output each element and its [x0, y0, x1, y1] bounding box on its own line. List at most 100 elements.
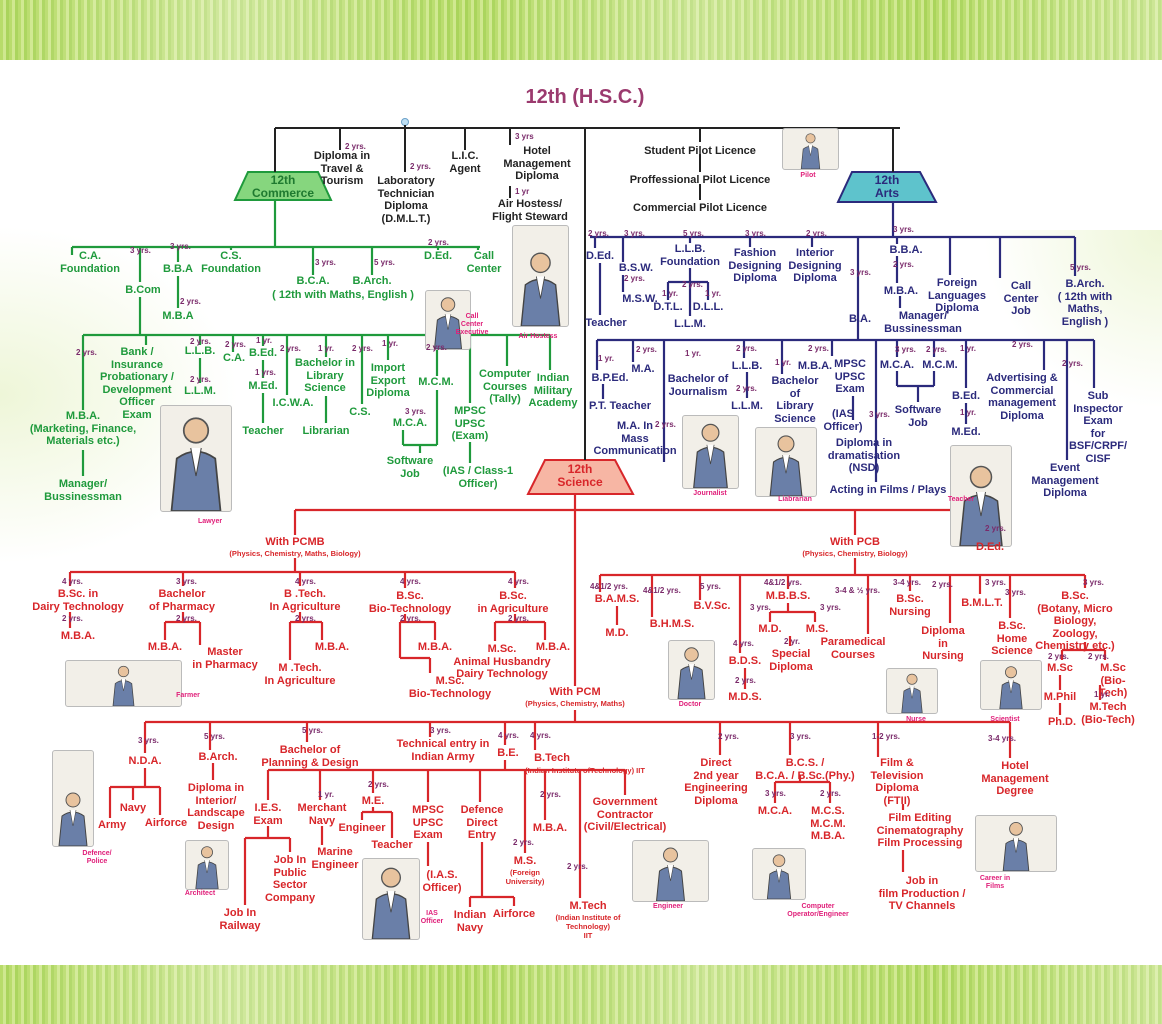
career-option: Air Hostess/ Flight Steward — [492, 198, 568, 223]
career-option: Defence Direct Entry — [460, 804, 504, 841]
duration-label: 3 yrs — [515, 132, 534, 141]
career-option: N.D.A. — [128, 755, 162, 767]
duration-label: 4&1/2 yrs. — [764, 578, 802, 587]
career-option: D.Ed. — [585, 250, 615, 262]
science-branch-subjects: (Physics, Chemistry, Maths, Biology) — [229, 549, 361, 558]
career-option: M.C.M. — [922, 359, 958, 371]
duration-label: 2 yrs. — [410, 162, 431, 171]
duration-label: 2 yrs. — [624, 274, 645, 283]
career-option: ( 12th with Maths, English ) — [272, 289, 414, 301]
commerce-stream-label: 12th Commerce — [251, 173, 315, 200]
program-note: (Foreign University) — [505, 868, 545, 886]
science-branch-label: With PCMB — [265, 536, 325, 548]
career-option: Import Export Diploma — [366, 362, 410, 399]
journalist-illustration — [682, 415, 739, 489]
lawyer-illustration — [160, 405, 232, 512]
duration-label: 2 yrs. — [567, 862, 588, 871]
career-option: Marine Engineer — [311, 846, 359, 871]
image-caption: Liabrarian — [778, 496, 812, 503]
career-option: M.B.B.S. — [765, 590, 811, 602]
career-option: B.Arch. ( 12th with Maths, English ) — [1057, 278, 1113, 328]
career-option: Army — [97, 819, 127, 831]
decorative-top-band — [0, 0, 1162, 60]
career-option: Direct 2nd year Engineering Diploma — [684, 757, 748, 807]
career-option: B.B.A. — [889, 244, 923, 256]
duration-label: 3 yrs. — [765, 789, 786, 798]
career-option: M.C.A. — [392, 417, 428, 429]
career-option: Librarian — [302, 425, 350, 437]
duration-label: 1 yr. — [318, 344, 335, 353]
career-option: M.B.A. (Marketing, Finance, Materials et… — [29, 410, 137, 447]
duration-label: 4 yrs. — [530, 731, 551, 740]
career-option: Student Pilot Licence — [644, 145, 756, 157]
duration-label: 2 yrs. — [806, 229, 827, 238]
duration-label: 2 yrs. — [190, 337, 211, 346]
career-option: M.Sc. Bio-Technology — [408, 675, 492, 700]
duration-label: 3 yrs. — [170, 242, 191, 251]
career-option: MPSC UPSC Exam — [412, 804, 444, 841]
career-option: D.Ed. — [975, 541, 1005, 553]
career-option: L.L.M. — [731, 400, 763, 412]
career-option: Indian Navy — [453, 909, 487, 934]
duration-label: 3 yrs. — [176, 577, 197, 586]
image-caption: Scientist — [990, 716, 1020, 723]
career-option: Airforce — [144, 817, 188, 829]
career-option: Job in film Production / TV Channels — [878, 875, 966, 912]
career-option: C.S. Foundation — [201, 250, 261, 275]
doctor-illustration — [668, 640, 715, 700]
career-option: C.A. — [223, 352, 245, 364]
career-option: L.L.B. Foundation — [660, 243, 720, 268]
duration-label: 1 yrs. — [255, 368, 276, 377]
duration-label: 3 yrs. — [820, 603, 841, 612]
career-option: Bachelor of Pharmacy — [148, 588, 216, 613]
duration-label: 3 yrs. — [745, 229, 766, 238]
career-option: B.C.A. — [296, 275, 330, 287]
duration-label: 1 yr. — [598, 354, 615, 363]
career-option: B.Tech — [534, 752, 570, 764]
duration-label: 5 yrs. — [700, 582, 721, 591]
duration-label: 2 yrs. — [985, 524, 1006, 533]
career-option: Acting in Films / Plays — [829, 484, 947, 496]
duration-label: 2 yrs. — [280, 344, 301, 353]
career-option: Software Job — [386, 455, 434, 480]
career-option: B.Sc. Nursing — [889, 593, 931, 618]
image-caption: Lawyer — [197, 518, 223, 525]
science-branch-label: With PCM — [549, 686, 601, 698]
duration-label: 2 yrs. — [655, 420, 676, 429]
duration-label: 1 yr. — [382, 339, 399, 348]
career-option: B.M.L.T. — [961, 597, 1003, 609]
career-option: B.Sc. in Agriculture — [477, 590, 549, 615]
program-note: (Indian Institute ofTechnology) IIT — [525, 766, 645, 775]
duration-label: 2 yrs. — [718, 732, 739, 741]
duration-label: 2 yrs. — [62, 614, 83, 623]
career-option: M.Sc (Bio-Tech) — [1098, 662, 1128, 699]
duration-label: 2 yrs. — [295, 614, 316, 623]
decorative-bottom-band — [0, 965, 1162, 1024]
duration-label: 1 yr. — [960, 344, 977, 353]
teacher-illustration — [950, 445, 1012, 547]
career-option: Ph.D. — [1047, 716, 1077, 728]
career-option: B.A.M.S. — [594, 593, 640, 605]
duration-label: 4&1/2 yrs. — [643, 586, 681, 595]
career-option: M.Tech — [569, 900, 607, 912]
career-option: M.S.W. — [622, 293, 658, 305]
duration-label: 3 yrs. — [138, 736, 159, 745]
career-option: B.Arch. — [352, 275, 392, 287]
image-caption: Career in Films — [979, 875, 1011, 890]
career-option: Proffessional Pilot Licence — [629, 174, 771, 186]
duration-label: 2 yrs. — [893, 260, 914, 269]
career-option: M.B.A. — [883, 285, 919, 297]
duration-label: 2 yrs. — [176, 614, 197, 623]
duration-label: 1 yr. — [256, 336, 273, 345]
duration-label: 3 yrs. — [130, 246, 151, 255]
career-option: Commercial Pilot Licence — [633, 202, 767, 214]
science-branch-subjects: (Physics, Chemistry, Maths) — [525, 699, 625, 708]
career-option: M.Ed. — [248, 380, 278, 392]
computer-operator-illustration — [752, 848, 806, 900]
career-option: Foreign Languages Diploma — [927, 277, 987, 314]
pilot-illustration — [782, 128, 839, 170]
air-hostess-illustration — [512, 225, 569, 327]
career-option: Call Center Job — [1003, 280, 1039, 317]
program-note: (Indian Institute of Technology) IIT — [555, 913, 621, 940]
duration-label: 5 yrs. — [302, 726, 323, 735]
